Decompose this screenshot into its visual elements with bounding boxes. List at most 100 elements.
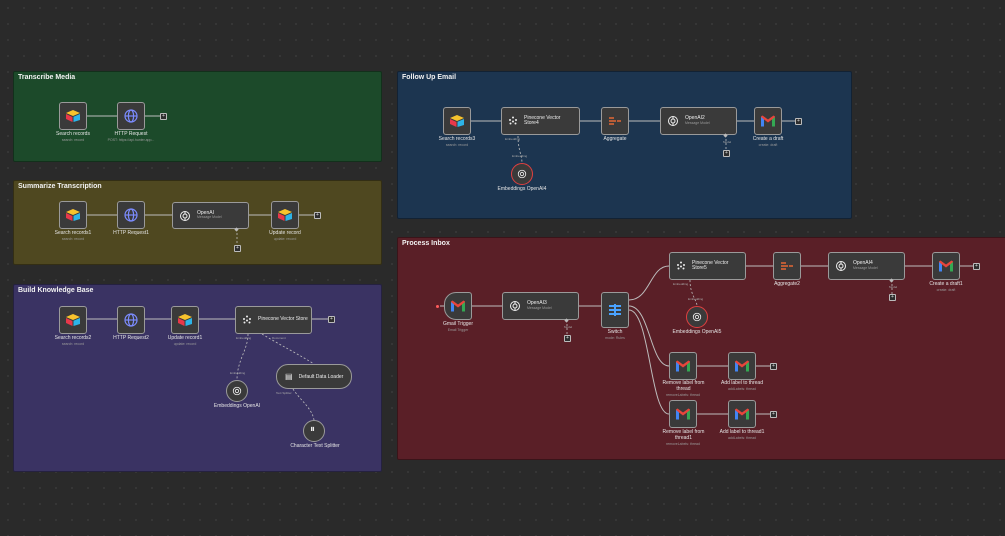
node-subtitle: POST: https://api.hunter.app... [107,138,155,142]
add-model-button[interactable]: + [564,335,571,342]
node-label: Gmail Trigger [442,321,473,327]
node-update-record1[interactable] [171,306,199,334]
node-subtitle: Message Model [853,265,878,270]
add-node-button[interactable]: + [770,411,777,418]
node-subtitle: update: record [273,237,297,241]
node-label: OpenAI3 [527,300,547,307]
node-subtitle: addLabels: thread [727,436,757,440]
node-subtitle: mode: Rules [605,336,625,340]
node-label: Update record1 [167,335,203,341]
openai-icon [692,312,702,322]
node-subtitle: search: record [61,237,85,241]
node-update-record[interactable] [271,201,299,229]
node-label: HTTP Request1 [113,230,149,236]
node-search-records[interactable] [59,102,87,130]
node-create-draft[interactable] [754,107,782,135]
add-node-button[interactable]: + [160,113,167,120]
add-node-button[interactable]: + [314,212,321,219]
openai-icon [836,261,846,271]
group-title: Follow Up Email [402,74,457,81]
port-label-document: Document [272,336,286,340]
node-http-request[interactable] [117,102,145,130]
group-follow-up-email[interactable]: Follow Up Email [397,71,852,219]
node-remove-label-from-thread1[interactable] [669,400,697,428]
node-subtitle: search: record [61,342,85,346]
switch-icon [609,304,621,316]
port-label-model: Model [889,285,898,289]
node-remove-label-from-thread[interactable] [669,352,697,380]
trigger-indicator [436,305,439,308]
airtable-icon [66,110,80,122]
node-subtitle: addLabels: thread [727,387,757,391]
node-label: Add label to thread [721,380,763,386]
node-add-label-to-thread1[interactable] [728,400,756,428]
node-add-label-to-thread[interactable] [728,352,756,380]
openai-icon [232,386,242,396]
add-node-button[interactable]: + [328,316,335,323]
node-label: Embeddings OpenAI4 [497,186,547,192]
node-label: Search records1 [54,230,92,236]
pinecone-icon [509,116,517,125]
port-label-embedding: Embedding [505,137,521,141]
gmail-icon [735,408,749,420]
port-label-embedding: Embedding [688,297,704,301]
node-label: Switch [607,329,623,335]
node-http-request1[interactable] [117,201,145,229]
node-aggregate[interactable] [601,107,629,135]
group-title: Summarize Transcription [18,183,102,190]
openai-icon [510,301,520,311]
port-label-embedding: Embedding [512,154,528,158]
openai-icon [517,169,527,179]
add-node-button[interactable]: + [973,263,980,270]
node-label: Embeddings OpenAI [213,403,261,409]
node-label: Aggregate2 [774,281,800,287]
airtable-icon [178,314,192,326]
add-node-button[interactable]: + [770,363,777,370]
gmail-icon [761,115,775,127]
node-embeddings-openai4[interactable] [511,163,533,185]
node-search-records2[interactable] [59,306,87,334]
node-label: Embeddings OpenAI5 [672,329,722,335]
node-character-text-splitter[interactable]: ⏸ [303,420,325,442]
node-create-draft1[interactable] [932,252,960,280]
openai-icon [668,116,678,126]
node-pinecone-vector-store5[interactable]: Pinecone Vector Store5 [669,252,746,280]
node-switch[interactable] [601,292,629,328]
add-model-button[interactable]: + [889,294,896,301]
node-default-data-loader[interactable]: ▤ Default Data Loader [276,364,352,389]
node-gmail-trigger[interactable] [444,292,472,320]
node-embeddings-openai[interactable] [226,380,248,402]
node-label: HTTP Request2 [113,335,149,341]
node-pinecone-vector-store[interactable]: Pinecone Vector Store [235,306,312,334]
node-label: Create a draft1 [929,281,963,287]
add-node-button[interactable]: + [795,118,802,125]
node-subtitle: create: draft [936,288,956,292]
node-http-request2[interactable] [117,306,145,334]
add-model-button[interactable]: + [234,245,241,252]
airtable-icon [278,209,292,221]
node-embeddings-openai5[interactable] [686,306,708,328]
pinecone-icon [677,261,685,270]
node-subtitle: Message Model [527,305,552,310]
group-title: Process Inbox [402,240,450,247]
port-label-embedding: Embedding [230,371,246,375]
airtable-icon [66,209,80,221]
group-title: Build Knowledge Base [18,287,94,294]
aggregate-icon [609,117,621,125]
node-search-records1[interactable] [59,201,87,229]
node-subtitle: create: draft [758,143,778,147]
node-aggregate2[interactable] [773,252,801,280]
node-subtitle: removeLabels: thread [666,393,700,397]
split-icon: ⏸ [310,424,315,435]
node-search-records3[interactable] [443,107,471,135]
add-model-button[interactable]: + [723,150,730,157]
node-label: Pinecone Vector Store5 [692,259,729,271]
node-pinecone-vector-store4[interactable]: Pinecone Vector Store4 [501,107,580,135]
node-label: Create a draft [752,136,784,142]
node-label: OpenAI4 [853,260,873,267]
node-subtitle: search: record [445,143,469,147]
